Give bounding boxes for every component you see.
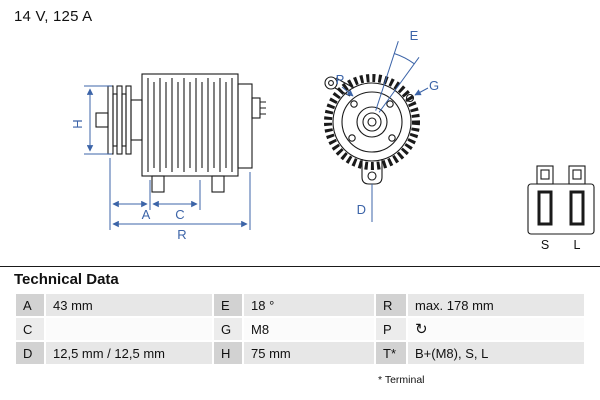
technical-drawing: H A C R (70, 28, 595, 252)
section-divider (0, 266, 600, 267)
dim-label-r: R (177, 227, 186, 242)
terminal-footnote: * Terminal (378, 374, 425, 386)
rating-text: 14 V, 125 A (14, 8, 93, 25)
terminal-label-s: S (541, 238, 549, 252)
spec-key-cell: T* (376, 342, 406, 364)
table-row: D 12,5 mm / 12,5 mm H 75 mm T* B+(M8), S… (16, 342, 584, 364)
spec-key-cell: C (16, 318, 44, 340)
dim-label-p: P (336, 72, 345, 87)
front-view-outline (324, 74, 420, 185)
alternator-front-view: P E G D (324, 28, 439, 222)
rotation-direction-cell: ↻ (408, 318, 584, 340)
dim-label-c: C (175, 207, 184, 222)
spec-value-cell (46, 318, 212, 340)
dim-label-h: H (70, 119, 85, 128)
dim-label-e: E (410, 28, 419, 43)
spec-key-cell: E (214, 294, 242, 316)
spec-value-cell: 43 mm (46, 294, 212, 316)
connector-outline (527, 165, 595, 235)
spec-value-cell: 75 mm (244, 342, 374, 364)
terminal-label-l: L (574, 238, 581, 252)
spec-value-cell: 18 ° (244, 294, 374, 316)
spec-key-cell: D (16, 342, 44, 364)
spec-key-cell: G (214, 318, 242, 340)
spec-value-cell: max. 178 mm (408, 294, 584, 316)
side-view-dimension-lines (84, 85, 251, 230)
dim-label-a: A (142, 207, 151, 222)
front-view-dimension-lines (341, 41, 429, 222)
spec-key-cell: H (214, 342, 242, 364)
spec-value-cell: B+(M8), S, L (408, 342, 584, 364)
spec-key-cell: A (16, 294, 44, 316)
side-view-outline (95, 73, 266, 193)
alternator-side-view: H A C R (70, 73, 266, 242)
table-row: C G M8 P ↻ (16, 318, 584, 340)
dim-label-d: D (357, 202, 366, 217)
connector-view: S L (527, 165, 595, 252)
spec-key-cell: P (376, 318, 406, 340)
spec-value-cell: 12,5 mm / 12,5 mm (46, 342, 212, 364)
spec-value-cell: M8 (244, 318, 374, 340)
spec-key-cell: R (376, 294, 406, 316)
technical-data-title: Technical Data (14, 271, 119, 288)
technical-data-table: A 43 mm E 18 ° R max. 178 mm C G M8 P ↻ … (14, 292, 586, 366)
rotation-clockwise-icon: ↻ (415, 320, 428, 338)
dim-label-g: G (429, 78, 439, 93)
table-row: A 43 mm E 18 ° R max. 178 mm (16, 294, 584, 316)
